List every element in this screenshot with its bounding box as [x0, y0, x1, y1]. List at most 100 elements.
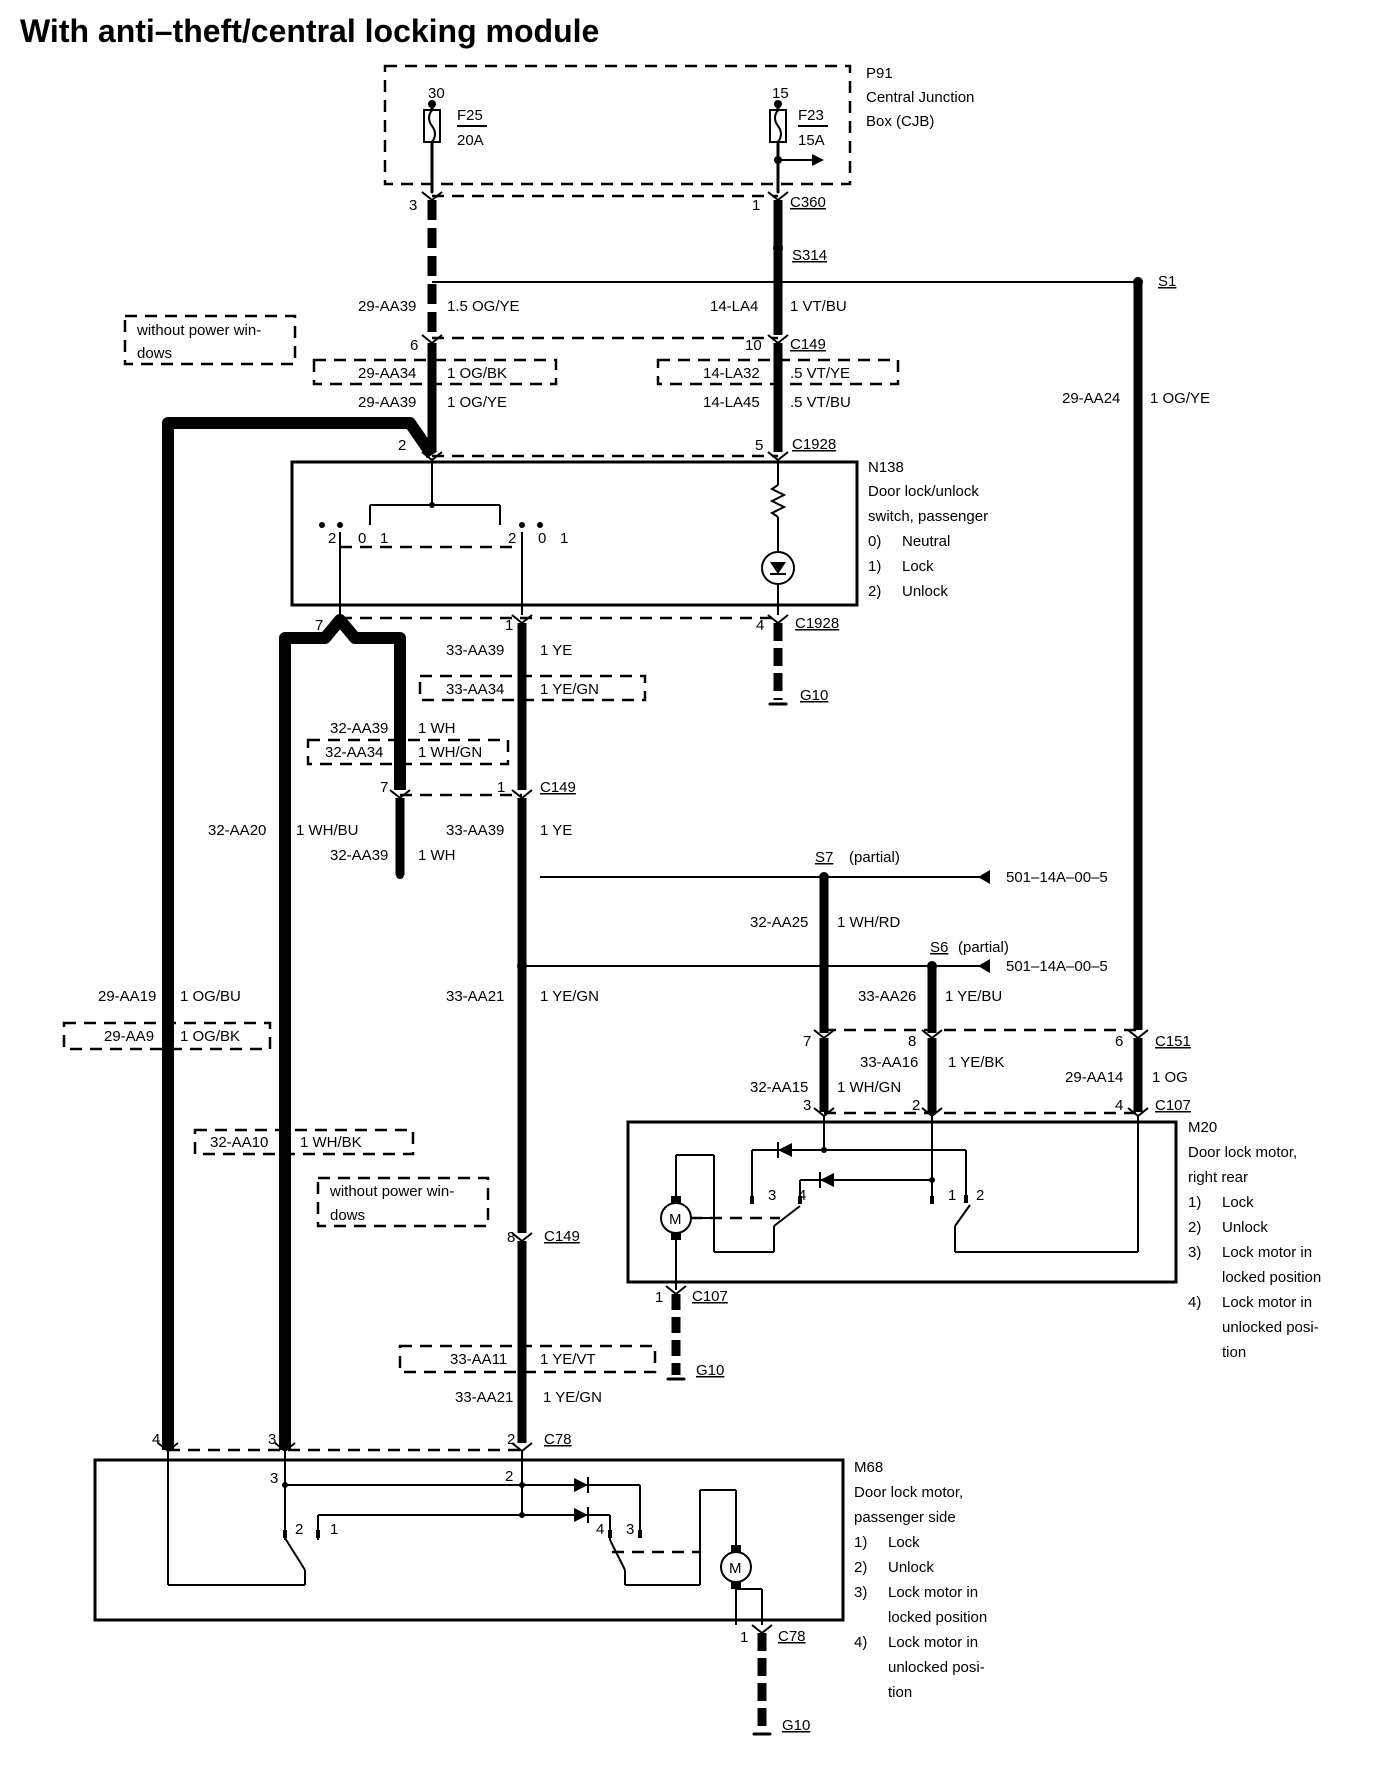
- svg-text:32-AA15: 32-AA15: [750, 1079, 808, 1096]
- svg-text:F23: F23: [798, 107, 824, 124]
- svg-text:1 WH/GN: 1 WH/GN: [418, 744, 482, 761]
- svg-text:without power win-: without power win-: [329, 1183, 454, 1200]
- svg-text:1 YE: 1 YE: [540, 642, 572, 659]
- door-lock-motor-m68: M68 Door lock motor, passenger side 1) L…: [93, 1451, 987, 1701]
- p91-id: P91: [866, 65, 893, 82]
- svg-text:5: 5: [755, 437, 763, 454]
- svg-text:C78: C78: [544, 1431, 572, 1448]
- svg-text:unlocked posi-: unlocked posi-: [888, 1659, 985, 1676]
- svg-text:3: 3: [803, 1097, 811, 1114]
- svg-text:1): 1): [1188, 1194, 1201, 1211]
- note-without-power-windows-1: without power win- dows: [123, 314, 297, 366]
- svg-text:Lock motor in: Lock motor in: [888, 1634, 978, 1651]
- svg-text:unlocked posi-: unlocked posi-: [1222, 1319, 1319, 1336]
- svg-text:1: 1: [655, 1289, 663, 1306]
- svg-text:C149: C149: [790, 336, 826, 353]
- note-without-power-windows-2: without power win- dows: [316, 1176, 490, 1228]
- svg-text:.5 VT/YE: .5 VT/YE: [790, 365, 850, 382]
- svg-text:1 OG/YE: 1 OG/YE: [1150, 390, 1210, 407]
- svg-text:1 OG/YE: 1 OG/YE: [447, 394, 507, 411]
- svg-text:32-AA39: 32-AA39: [330, 720, 388, 737]
- svg-text:33-AA39: 33-AA39: [446, 642, 504, 659]
- svg-text:M68: M68: [854, 1459, 883, 1476]
- svg-text:2: 2: [505, 1468, 513, 1485]
- svg-text:1: 1: [948, 1187, 956, 1204]
- svg-text:Lock motor in: Lock motor in: [1222, 1294, 1312, 1311]
- connector-c107-top: 3 2 4 C107: [803, 1097, 1191, 1118]
- svg-text:4: 4: [756, 617, 764, 634]
- svg-text:14-LA45: 14-LA45: [703, 394, 760, 411]
- svg-text:15A: 15A: [798, 132, 825, 149]
- connector-c78: 4 3 2 C78: [152, 1431, 572, 1453]
- svg-text:7: 7: [803, 1033, 811, 1050]
- svg-text:33-AA21: 33-AA21: [455, 1389, 513, 1406]
- svg-text:4: 4: [152, 1431, 160, 1448]
- svg-text:4: 4: [1115, 1097, 1123, 1114]
- svg-text:29-AA39: 29-AA39: [358, 298, 416, 315]
- svg-text:1 WH: 1 WH: [418, 720, 456, 737]
- svg-text:1.5 OG/YE: 1.5 OG/YE: [447, 298, 520, 315]
- svg-text:4: 4: [596, 1521, 604, 1538]
- svg-text:32-AA10: 32-AA10: [210, 1134, 268, 1151]
- svg-text:2): 2): [854, 1559, 867, 1576]
- svg-text:2): 2): [1188, 1219, 1201, 1236]
- svg-text:switch, passenger: switch, passenger: [868, 508, 988, 525]
- svg-text:F25: F25: [457, 107, 483, 124]
- svg-text:29-AA9: 29-AA9: [104, 1028, 154, 1045]
- svg-text:29-AA14: 29-AA14: [1065, 1069, 1123, 1086]
- svg-text:Lock: Lock: [902, 558, 934, 575]
- svg-text:dows: dows: [330, 1207, 365, 1224]
- svg-text:M: M: [669, 1211, 682, 1228]
- svg-text:2: 2: [507, 1431, 515, 1448]
- svg-text:0: 0: [538, 530, 546, 547]
- svg-text:1): 1): [854, 1534, 867, 1551]
- svg-text:N138: N138: [868, 459, 904, 476]
- svg-text:1): 1): [868, 558, 881, 575]
- svg-text:8: 8: [908, 1033, 916, 1050]
- svg-text:6: 6: [410, 337, 418, 354]
- svg-text:S6: S6: [930, 939, 948, 956]
- svg-text:without power win-: without power win-: [136, 322, 261, 339]
- svg-text:Lock motor in: Lock motor in: [888, 1584, 978, 1601]
- svg-text:1 YE/GN: 1 YE/GN: [540, 988, 599, 1005]
- wire-32-aa20: [279, 614, 406, 1450]
- fuse-f25: 30 F25 20A: [423, 85, 487, 194]
- svg-text:2: 2: [328, 530, 336, 547]
- svg-text:1: 1: [740, 1629, 748, 1646]
- svg-text:right rear: right rear: [1188, 1169, 1248, 1186]
- svg-text:G10: G10: [782, 1717, 810, 1734]
- svg-text:32-AA39: 32-AA39: [330, 847, 388, 864]
- svg-text:C149: C149: [540, 779, 576, 796]
- svg-text:C1928: C1928: [795, 615, 839, 632]
- svg-text:(partial): (partial): [849, 849, 900, 866]
- central-junction-box: P91 Central Junction Box (CJB) 30 F25 20…: [383, 64, 974, 194]
- door-lock-switch-n138: N138 Door lock/unlock switch, passenger …: [290, 459, 988, 615]
- svg-text:3): 3): [1188, 1244, 1201, 1261]
- connector-c149-mid: 7 1 C149: [380, 779, 576, 800]
- svg-text:Lock: Lock: [1222, 1194, 1254, 1211]
- svg-text:4: 4: [798, 1187, 806, 1204]
- p91-name-2: Box (CJB): [866, 113, 934, 130]
- svg-text:C151: C151: [1155, 1033, 1191, 1050]
- svg-text:Lock: Lock: [888, 1534, 920, 1551]
- svg-text:14-LA4: 14-LA4: [710, 298, 758, 315]
- wire-29-aa19: [162, 417, 437, 1450]
- svg-text:10: 10: [745, 337, 762, 354]
- svg-text:1: 1: [330, 1521, 338, 1538]
- svg-text:M: M: [729, 1560, 742, 1577]
- svg-text:Neutral: Neutral: [902, 533, 950, 550]
- svg-text:1 VT/BU: 1 VT/BU: [790, 298, 847, 315]
- svg-text:1 WH/BK: 1 WH/BK: [300, 1134, 362, 1151]
- svg-text:33-AA21: 33-AA21: [446, 988, 504, 1005]
- svg-text:1 WH/GN: 1 WH/GN: [837, 1079, 901, 1096]
- connector-c151: 7 8 6 C151: [803, 1028, 1191, 1050]
- svg-text:30: 30: [428, 85, 445, 102]
- connector-c149-top: 6 10 C149: [410, 334, 826, 354]
- svg-text:2: 2: [508, 530, 516, 547]
- connector-c360: 3 1 C360: [409, 191, 826, 214]
- svg-text:M20: M20: [1188, 1119, 1217, 1136]
- svg-text:S1: S1: [1158, 273, 1176, 290]
- svg-text:6: 6: [1115, 1033, 1123, 1050]
- svg-text:Door lock/unlock: Door lock/unlock: [868, 483, 979, 500]
